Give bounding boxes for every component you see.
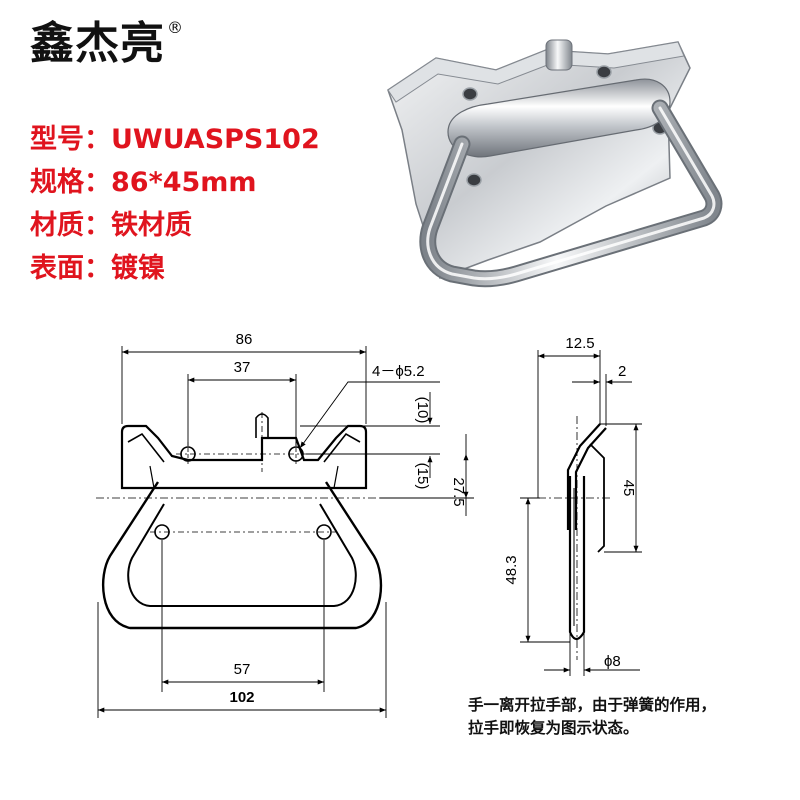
dim-2: 2 — [618, 363, 626, 380]
dim-12-5: 12.5 — [565, 335, 594, 352]
hinge-bar — [447, 78, 671, 158]
spec-label: 规格： — [30, 167, 111, 198]
dim-86: 86 — [236, 331, 253, 348]
dim-hole-callout: 4－ϕ5.2 — [372, 363, 425, 380]
handle-inner — [127, 503, 357, 607]
dim-10: (10) — [414, 397, 431, 424]
dim-15: (15) — [414, 463, 431, 490]
brand-name: 鑫杰亮 — [30, 18, 165, 69]
dim-45: 45 — [620, 480, 637, 497]
side-view: 12.5 2 45 48.3 ϕ8 — [503, 335, 642, 676]
front-plate-outline — [120, 424, 368, 490]
dim-37: 37 — [234, 359, 251, 376]
spec-value: 镀镍 — [111, 253, 165, 284]
spec-label: 表面： — [30, 253, 111, 284]
spec-label: 材质： — [30, 210, 111, 241]
dim-48-3: 48.3 — [503, 555, 520, 584]
dim-57: 57 — [234, 661, 251, 678]
hole-bottom-right — [316, 524, 332, 540]
spec-surface: 表面：镀镍 — [30, 247, 320, 290]
registered-mark: ® — [167, 18, 184, 37]
dim-wire-diameter: ϕ8 — [604, 653, 621, 670]
spec-label: 型号： — [30, 124, 111, 155]
handle-outer — [102, 481, 383, 630]
brand-logo: 鑫杰亮® — [30, 20, 184, 66]
spec-value: UWUASPS102 — [111, 124, 320, 155]
spec-value: 86*45mm — [111, 167, 257, 198]
spec-size: 规格：86*45mm — [30, 161, 320, 204]
spring-note: 手一离开拉手部，由于弹簧的作用，拉手即恢复为图示状态。 — [468, 696, 717, 737]
spec-model: 型号：UWUASPS102 — [30, 118, 320, 161]
spec-material: 材质：铁材质 — [30, 204, 320, 247]
spring-tab — [545, 39, 573, 71]
side-plate-profile — [566, 423, 607, 530]
spec-value: 铁材质 — [111, 210, 192, 241]
spec-list: 型号：UWUASPS102 规格：86*45mm 材质：铁材质 表面：镀镍 — [30, 118, 320, 290]
dim-102: 102 — [229, 689, 254, 706]
front-view: 86 37 4－ϕ5.2 (10) (15) 27.5 57 102 — [96, 331, 474, 718]
product-photo — [387, 39, 723, 288]
dim-27-5: 27.5 — [450, 477, 467, 506]
technical-drawing: 86 37 4－ϕ5.2 (10) (15) 27.5 57 102 — [96, 331, 642, 718]
